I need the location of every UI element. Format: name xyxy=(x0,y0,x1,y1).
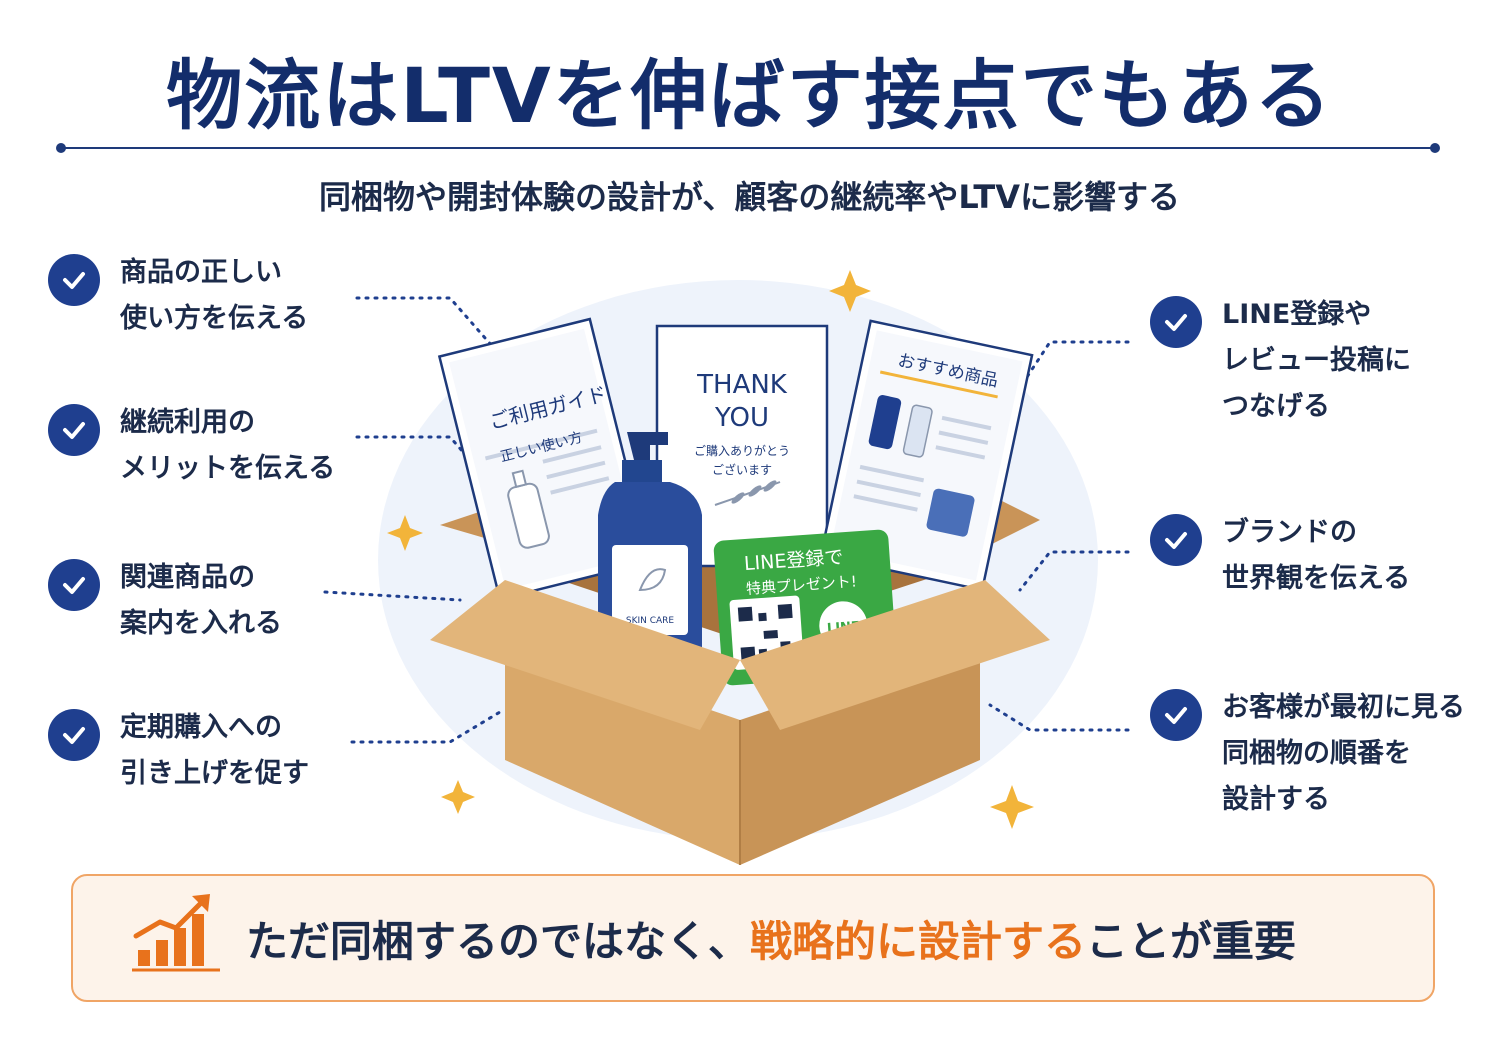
check-icon xyxy=(1150,514,1202,566)
check-icon xyxy=(1150,689,1202,741)
point-text: 定期購入への 引き上げを促す xyxy=(120,712,309,789)
point-subscription: 定期購入への 引き上げを促す xyxy=(48,705,309,797)
point-text: 関連商品の 案内を入れる xyxy=(120,562,282,639)
connector-lines xyxy=(323,296,1130,744)
point-text: LINE登録や レビュー投稿に つなげる xyxy=(1222,299,1411,422)
point-text: お客様が最初に見る 同梱物の順番を 設計する xyxy=(1222,692,1465,815)
bottle-label: SKIN CARE xyxy=(626,616,675,626)
point-text: ブランドの 世界観を伝える xyxy=(1222,517,1411,594)
box-flap-front-right xyxy=(740,580,1050,730)
box-flap-front-left xyxy=(430,580,740,730)
bottom-callout xyxy=(71,874,1435,1002)
point-related: 関連商品の 案内を入れる xyxy=(48,555,282,647)
point-line: LINE登録や レビュー投稿に つなげる xyxy=(1150,292,1411,430)
point-text: 継続利用の メリットを伝える xyxy=(120,407,336,484)
guide-card xyxy=(437,317,652,601)
box-front-left xyxy=(505,640,740,865)
bottom-message-highlight: 戦略的に設計する xyxy=(750,917,1087,966)
page-title: 物流はLTVを伸ばす接点でもある xyxy=(166,51,1333,140)
check-icon xyxy=(1150,296,1202,348)
sparkle-icons xyxy=(387,270,1034,829)
thank-you-line1: THANK xyxy=(696,370,788,400)
page-subtitle: 同梱物や開封体験の設計が、顧客の継続率やLTVに影響する xyxy=(318,178,1181,216)
point-order: お客様が最初に見る 同梱物の順番を 設計する xyxy=(1150,685,1465,823)
thank-you-line2: YOU xyxy=(714,403,769,433)
point-brand: ブランドの 世界観を伝える xyxy=(1150,510,1410,602)
point-usage: 商品の正しい 使い方を伝える xyxy=(48,250,308,342)
box-front-right xyxy=(740,640,980,865)
check-icon xyxy=(48,404,100,456)
bottom-message-part1: ただ同梱するのではなく、 xyxy=(246,917,751,966)
bottom-message-part2: ことが重要 xyxy=(1086,917,1297,966)
check-icon xyxy=(48,254,100,306)
point-text: 商品の正しい 使い方を伝える xyxy=(120,257,309,334)
point-benefit: 継続利用の メリットを伝える xyxy=(48,400,335,492)
check-icon xyxy=(48,709,100,761)
thank-you-sub2: ございます xyxy=(712,462,772,477)
check-icon xyxy=(48,559,100,611)
thank-you-sub1: ご購入ありがとう xyxy=(694,443,790,458)
bottom-message: ただ同梱するのではなく、戦略的に設計することが重要 xyxy=(246,908,1296,969)
recommended-card xyxy=(819,319,1034,592)
title-divider xyxy=(56,143,1440,153)
growth-chart-icon xyxy=(132,894,220,972)
